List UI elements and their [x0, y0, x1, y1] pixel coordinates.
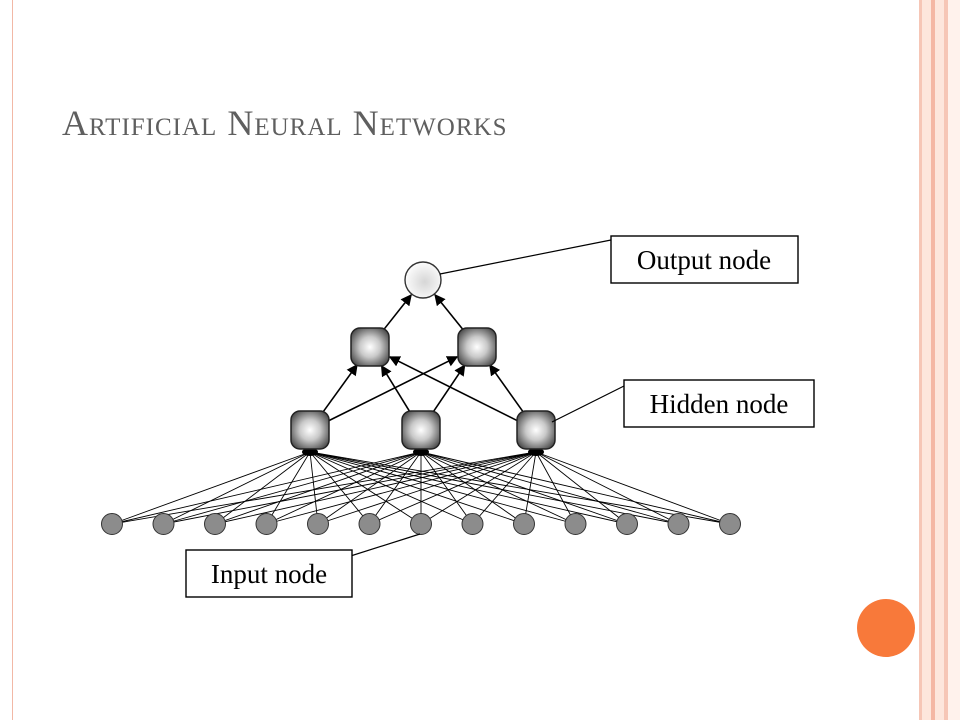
edge-input-hidden — [420, 451, 473, 525]
edge-input-hidden — [420, 451, 679, 525]
edge-input-hidden — [535, 451, 576, 525]
edge-hidden-hidden2 — [327, 356, 459, 422]
input-node — [307, 513, 329, 535]
accent-circle — [857, 599, 915, 657]
input-node-label-box: Input node — [185, 549, 353, 598]
edge-input-hidden — [309, 451, 370, 525]
convergence-point — [528, 448, 544, 456]
input-node — [461, 513, 484, 535]
input-node — [719, 513, 741, 535]
edge-input-hidden — [535, 451, 731, 525]
input-node — [101, 513, 123, 535]
edge-hidden-hidden2 — [431, 364, 466, 414]
hidden-node — [401, 410, 441, 450]
edge-input-hidden — [420, 451, 731, 525]
edge-input-hidden — [309, 451, 576, 525]
edge-input-hidden — [163, 451, 311, 525]
hidden-node-layer-2 — [457, 327, 497, 367]
edge-input-hidden — [309, 451, 422, 525]
edge-input-hidden — [317, 451, 537, 525]
edge-input-hidden — [369, 451, 422, 525]
edge-input-hidden — [214, 451, 311, 525]
input-node — [513, 513, 535, 535]
output-callout-line — [439, 239, 612, 275]
edge-input-hidden — [309, 451, 319, 525]
edge-input-hidden — [309, 451, 525, 525]
hidden-node-label-box: Hidden node — [623, 379, 815, 428]
hidden-node-layer-2 — [350, 327, 390, 367]
edge-input-hidden — [420, 451, 628, 525]
input-node — [204, 513, 226, 535]
edge-input-hidden — [420, 451, 537, 525]
edge-input-hidden — [266, 451, 422, 525]
input-node — [616, 513, 638, 535]
hidden-node-label: Hidden node — [650, 389, 789, 419]
edge-input-hidden — [472, 451, 537, 525]
edge-input-hidden — [163, 451, 422, 525]
convergence-point — [413, 448, 429, 456]
hidden-node — [516, 410, 556, 450]
edge-input-hidden — [420, 451, 525, 525]
hidden-callout-line — [551, 385, 625, 423]
edge-input-hidden — [111, 451, 311, 525]
edge-hidden-hidden2 — [321, 363, 358, 415]
input-node — [255, 513, 278, 535]
input-node — [152, 513, 175, 535]
network-nodes — [101, 261, 741, 535]
edge-input-hidden — [266, 451, 537, 525]
slide-right-border — [919, 0, 960, 720]
input-node — [667, 513, 690, 535]
edge-hidden-hidden2 — [388, 356, 519, 422]
edge-hidden2-output — [381, 294, 412, 332]
connection-edges — [111, 293, 731, 525]
output-node — [404, 261, 442, 299]
input-node — [410, 513, 432, 535]
output-node-label-box: Output node — [610, 235, 799, 284]
edge-input-hidden — [309, 451, 628, 525]
hidden-node — [290, 410, 330, 450]
edge-input-hidden — [420, 451, 576, 525]
edge-hidden2-output — [434, 293, 466, 332]
convergence-point — [302, 448, 318, 456]
edge-input-hidden — [214, 451, 537, 525]
edge-input-hidden — [523, 451, 537, 525]
edge-input-hidden — [535, 451, 679, 525]
edge-input-hidden — [309, 451, 473, 525]
slide-title: Artificial Neural Networks — [62, 103, 508, 143]
edge-input-hidden — [535, 451, 628, 525]
input-node-label: Input node — [211, 559, 327, 589]
edge-input-hidden — [317, 451, 422, 525]
input-node — [358, 513, 381, 535]
input-node — [564, 513, 587, 535]
edge-hidden-hidden2 — [489, 364, 526, 415]
slide-left-border — [12, 0, 13, 720]
edge-input-hidden — [369, 451, 537, 525]
edge-input-hidden — [309, 451, 679, 525]
edge-input-hidden — [266, 451, 311, 525]
output-node-label: Output node — [637, 245, 771, 275]
edge-input-hidden — [214, 451, 422, 525]
edge-hidden-hidden2 — [380, 364, 412, 414]
edge-input-hidden — [309, 451, 731, 525]
